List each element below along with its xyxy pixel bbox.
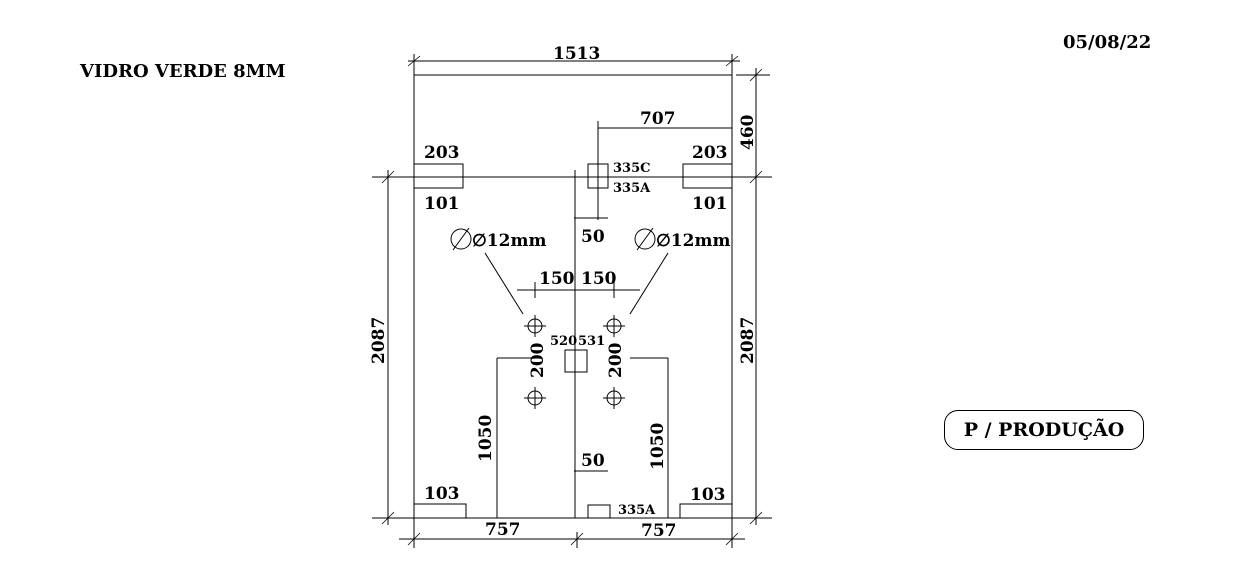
label-top-right-notch-w: 203 [692, 143, 728, 163]
hole-diameter-left: ∅12mm [450, 227, 546, 315]
glass-panel-outline [413, 74, 733, 519]
label-hole-spacing-right: 150 [581, 269, 617, 289]
label-total-width: 1513 [553, 44, 600, 64]
dimension-bottom-widths: 757 757 [399, 518, 745, 548]
label-bottom-drop: 50 [581, 451, 605, 471]
dimension-height-right: 1050 [630, 357, 669, 518]
label-top-left-notch-w: 203 [424, 143, 460, 163]
label-right-height: 2087 [738, 317, 758, 364]
label-hole-vertical-left: 200 [528, 342, 548, 378]
bottom-left-notch [413, 503, 467, 519]
label-hole-right: ∅12mm [656, 231, 730, 251]
bottom-right-notch [679, 503, 733, 519]
dimension-top-offset: 707 [597, 109, 732, 220]
label-bottom-hinge-code: 335A [618, 503, 656, 518]
hole-upper-left [524, 315, 546, 337]
top-hinge-cutout [587, 163, 609, 189]
dimension-hole-spacing: 150 150 [517, 269, 640, 298]
label-bottom-left-notch: 103 [424, 484, 460, 504]
label-top-right-height: 460 [738, 114, 758, 150]
label-top-left-notch-h: 101 [424, 194, 460, 214]
label-left-height: 2087 [369, 317, 389, 364]
top-right-notch [682, 163, 733, 189]
label-hinge-code-top: 335C [613, 161, 650, 176]
label-bottom-right-notch: 103 [690, 485, 726, 505]
label-hinge-drop: 50 [581, 227, 605, 247]
label-bottom-left-width: 757 [485, 520, 521, 540]
glass-spec-title: VIDRO VERDE 8MM [79, 61, 286, 82]
hole-diameter-right: ∅12mm [629, 227, 730, 315]
dimension-top-right-height: 460 [736, 68, 770, 184]
production-badge: P / PRODUÇÃO [944, 410, 1144, 450]
hole-lower-left [524, 387, 546, 409]
label-top-offset: 707 [640, 109, 676, 129]
drawing-date: 05/08/22 [1063, 32, 1151, 53]
dimension-left-height: 2087 [369, 170, 414, 525]
label-top-right-notch-h: 101 [692, 194, 728, 214]
label-hole-left: ∅12mm [472, 231, 546, 251]
label-hole-spacing-left: 150 [539, 269, 575, 289]
label-center-left: 520 [550, 334, 577, 349]
label-height-right: 1050 [648, 423, 668, 470]
dimension-right-height: 2087 [732, 170, 772, 525]
label-bottom-right-width: 757 [641, 521, 677, 541]
hole-upper-right [603, 315, 625, 337]
label-hole-vertical-right: 200 [606, 342, 626, 378]
top-left-notch [413, 163, 464, 189]
label-hinge-code-bottom: 335A [613, 181, 651, 196]
label-height-left: 1050 [476, 415, 496, 462]
dimension-height-left: 1050 [476, 357, 535, 518]
center-handle-cutout [564, 349, 588, 373]
bottom-hinge-cutout [587, 504, 611, 519]
dimension-total-width: 1513 [407, 44, 740, 75]
hole-lower-right [603, 387, 625, 409]
label-center-right: 531 [578, 334, 605, 349]
